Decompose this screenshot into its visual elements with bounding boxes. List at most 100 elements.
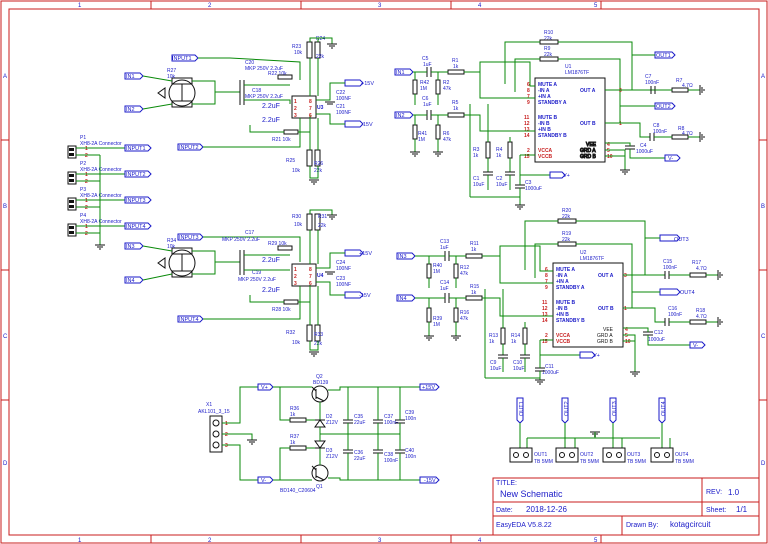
svg-text:100nF: 100nF — [668, 312, 682, 318]
net-m15v: -15V — [361, 122, 373, 128]
svg-text:R8: R8 — [678, 126, 685, 132]
svg-text:R23: R23 — [292, 44, 301, 50]
net-v-plus: V+ — [261, 385, 268, 391]
row-label-right: A — [761, 74, 765, 80]
opamp-u4 — [291, 263, 317, 287]
svg-text:12: 12 — [542, 306, 548, 312]
svg-text:1000uF: 1000uF — [636, 149, 653, 155]
svg-text:+IN A: +IN A — [556, 279, 569, 285]
svg-text:U3: U3 — [317, 105, 324, 111]
net-m15v: -15V — [359, 293, 371, 299]
svg-text:+IN B: +IN B — [538, 127, 551, 133]
svg-text:5: 5 — [607, 148, 610, 154]
input-connectors: P1 XH8-2A Connector 12 INPUT1 P2 XH8-2A … — [67, 135, 152, 250]
svg-text:7: 7 — [545, 279, 548, 285]
svg-text:10k: 10k — [292, 168, 301, 174]
svg-text:R33: R33 — [314, 332, 323, 338]
svg-text:R2: R2 — [443, 80, 450, 86]
svg-text:-IN A: -IN A — [556, 273, 568, 279]
schematic-title: New Schematic — [500, 489, 563, 499]
svg-text:R7: R7 — [676, 78, 683, 84]
net-in2: IN2 — [396, 113, 405, 119]
svg-text:2.2uF: 2.2uF — [262, 257, 280, 264]
svg-text:C4: C4 — [640, 143, 647, 149]
svg-text:4.7Ω: 4.7Ω — [682, 131, 693, 137]
svg-text:MUTE B: MUTE B — [538, 115, 558, 121]
svg-text:C5: C5 — [422, 56, 429, 62]
svg-text:VCCB: VCCB — [556, 339, 571, 345]
svg-text:BD140_C20604: BD140_C20604 — [280, 488, 316, 494]
svg-text:8: 8 — [527, 88, 530, 94]
svg-text:C18: C18 — [252, 88, 261, 94]
col-label-bottom: 1 — [78, 538, 82, 544]
net-input1: INPUT1 — [172, 56, 192, 62]
svg-text:1: 1 — [85, 224, 88, 230]
svg-text:OUT4: OUT4 — [675, 452, 689, 458]
svg-text:R18: R18 — [696, 308, 705, 314]
dual-potentiometer-icon — [168, 249, 196, 277]
col-label-top: 3 — [378, 3, 382, 9]
svg-text:GRD A: GRD A — [597, 333, 613, 339]
svg-text:MUTE A: MUTE A — [556, 267, 575, 273]
col-label-top: 4 — [478, 3, 482, 9]
connector-ref: P1 — [80, 135, 86, 141]
net-input2: INPUT2 — [179, 145, 199, 151]
connector-ref: P3 — [80, 187, 86, 193]
svg-text:C9: C9 — [490, 360, 497, 366]
connector-name: XH8-2A Connector — [80, 193, 122, 199]
svg-text:8: 8 — [309, 267, 312, 273]
svg-text:1: 1 — [225, 421, 228, 427]
svg-text:R5: R5 — [452, 100, 459, 106]
net-in1: IN1 — [396, 70, 405, 76]
svg-text:STANDBY B: STANDBY B — [556, 318, 585, 324]
sheet-value: 1/1 — [736, 505, 748, 514]
net-v-minus: V- — [261, 478, 266, 484]
svg-text:C13: C13 — [440, 239, 449, 245]
connector-name: XH8-2A Connector — [80, 219, 122, 225]
col-label-top: 5 — [594, 3, 598, 9]
svg-text:R41: R41 — [418, 131, 427, 137]
svg-text:STANDBY A: STANDBY A — [538, 100, 567, 106]
svg-text:4: 4 — [607, 142, 610, 148]
svg-text:VCCA: VCCA — [556, 333, 571, 339]
drawn-by-label: Drawn By: — [626, 522, 658, 529]
svg-text:1k: 1k — [496, 153, 502, 159]
svg-text:10k: 10k — [292, 340, 301, 346]
net-out1: OUT1 — [519, 401, 525, 416]
svg-text:BD139: BD139 — [313, 380, 329, 386]
svg-text:GRD B: GRD B — [597, 339, 614, 345]
svg-text:11: 11 — [524, 115, 530, 121]
svg-text:D3: D3 — [326, 448, 333, 454]
net-in4: IN4 — [398, 296, 407, 302]
svg-text:22k: 22k — [562, 214, 571, 220]
svg-text:MKP 250V 2.2uF: MKP 250V 2.2uF — [238, 277, 276, 283]
svg-text:C23: C23 — [336, 276, 345, 282]
svg-text:10uF: 10uF — [473, 182, 484, 188]
svg-text:R13: R13 — [489, 333, 498, 339]
svg-text:100NF: 100NF — [336, 110, 351, 116]
svg-text:2: 2 — [294, 274, 297, 280]
svg-text:7: 7 — [527, 94, 530, 100]
svg-text:2: 2 — [85, 153, 88, 159]
svg-text:U4: U4 — [317, 273, 324, 279]
transistor-q2-icon — [311, 385, 329, 403]
svg-text:3: 3 — [225, 443, 228, 449]
svg-text:R36: R36 — [290, 406, 299, 412]
net-in2: IN2 — [126, 107, 135, 113]
svg-text:2.2uF: 2.2uF — [262, 287, 280, 294]
svg-text:1k: 1k — [453, 64, 459, 70]
zener-d2-icon — [314, 419, 326, 428]
svg-text:C40: C40 — [405, 448, 414, 454]
svg-text:13: 13 — [542, 312, 548, 318]
net-out4: OUT4 — [661, 401, 667, 416]
net-v-plus: V+ — [593, 353, 600, 359]
svg-text:1: 1 — [85, 172, 88, 178]
svg-text:LM1876TF: LM1876TF — [565, 70, 589, 76]
svg-text:C19: C19 — [252, 270, 261, 276]
svg-text:OUT B: OUT B — [598, 306, 614, 312]
svg-text:MKP 250V 2.2uF: MKP 250V 2.2uF — [245, 66, 283, 72]
col-label-bottom: 2 — [208, 538, 212, 544]
svg-text:8: 8 — [545, 273, 548, 279]
net-p15v: +15V — [359, 251, 372, 257]
out3-terminal-block — [602, 447, 626, 463]
